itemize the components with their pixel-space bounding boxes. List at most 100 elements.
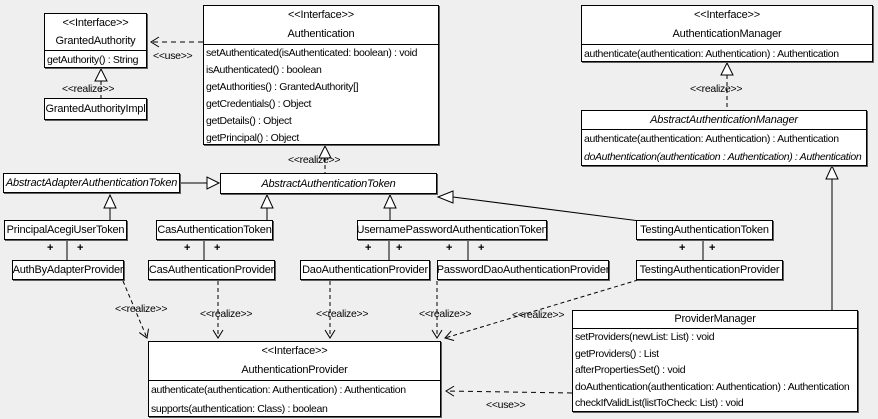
association-end-marker: + [478,242,485,254]
realize-label: <<realize>> [288,154,341,166]
method: getAuthority() : String [47,54,139,66]
class-username-password-authentication-token: UsernamePasswordAuthenticationToken [356,220,548,240]
class-authentication: <<Interface>> Authentication setAuthenti… [203,5,439,145]
class-testing-authentication-token: TestingAuthenticationToken [636,220,773,240]
method: checkIfValidList(listToCheck: List) : vo… [575,397,744,409]
association-end-marker: + [679,242,686,254]
class-name: AuthenticationManager [672,28,782,40]
class-name: ProviderManager [674,313,756,325]
class-name: TestingAuthenticationProvider [639,264,780,276]
generalization-arrowhead [825,164,839,180]
class-name: GrantedAuthority [55,35,136,47]
method: getPrincipal() : Object [206,132,299,144]
generalization-arrowhead [260,193,274,209]
realize-arrowhead [720,61,734,76]
method: supports(authentication: Class) : boolea… [151,403,328,415]
stereotype-label: <<Interface>> [288,9,354,21]
class-name: UsernamePasswordAuthenticationToken [356,224,548,236]
association-end-marker: + [446,242,453,254]
method: getAuthorities() : GrantedAuthority[] [206,81,359,93]
use-edge-providermanager-authenticationprovider [445,385,573,397]
class-granted-authority: <<Interface>> GrantedAuthority getAuthor… [44,13,147,68]
realize-edge-authbyadapterprovider [122,280,149,339]
class-header: ProviderManager [573,311,857,329]
association-end-marker: + [709,242,716,254]
method: getDetails() : Object [206,115,292,127]
generalization-arrowhead [103,193,117,209]
realize-label: <<realize>> [62,83,115,95]
realize-label: <<realize>> [690,83,743,95]
stereotype-label: <<Interface>> [62,17,129,29]
method: setProviders(newList: List) : void [575,331,715,343]
class-name: AuthByAdapterProvider [12,264,124,276]
class-header: <<Interface>> AuthenticationManager [582,6,872,45]
class-name: CasAuthenticationToken [157,224,272,236]
class-auth-by-adapter-provider: AuthByAdapterProvider [12,260,124,280]
association-end-marker: + [184,242,191,254]
class-name: PasswordDaoAuthenticationProvider [436,264,610,276]
use-label: <<use>> [486,399,526,411]
method: afterPropertiesSet() : void [575,364,686,376]
realize-label: <<realize>> [419,308,472,320]
class-name: AuthenticationProvider [241,364,348,376]
method: isAuthenticated() : boolean [206,64,322,76]
method: doAuthentication(authentication: Authent… [575,380,850,393]
stereotype-label: <<Interface>> [694,9,760,21]
association-end-marker: + [396,242,403,254]
class-granted-authority-impl: GrantedAuthorityImpl [44,98,147,120]
class-testing-authentication-provider: TestingAuthenticationProvider [636,260,783,280]
class-authentication-provider: <<Interface>> AuthenticationProvider aut… [148,341,441,417]
class-name: AbstractAuthenticationManager [650,114,798,126]
realize-label: <<realize>> [200,308,253,320]
method: authenticate(authentication: Authenticat… [584,48,839,60]
association-end-marker: + [47,242,54,254]
class-abstract-authentication-manager: AbstractAuthenticationManager authentica… [581,110,867,166]
realize-label: <<realize>> [115,303,168,315]
class-cas-authentication-provider: CasAuthenticationProvider [148,260,275,280]
class-name: TestingAuthenticationToken [640,224,769,236]
class-header: <<Interface>> GrantedAuthority [45,14,146,51]
method-compartment: authenticate(authentication: Authenticat… [582,130,866,166]
class-name: AbstractAuthenticationToken [261,177,396,190]
class-header: AbstractAuthenticationManager [582,111,866,130]
class-name: DaoAuthenticationProvider [302,264,428,276]
class-principal-acegi-user-token: PrincipalAcegiUserToken [4,220,127,240]
method-compartment: authenticate(authentication: Authenticat… [149,381,440,419]
association-end-marker: + [77,242,84,254]
method: setAuthenticated(isAuthenticated: boolea… [206,47,418,59]
method-compartment: authenticate(authentication: Authenticat… [582,45,872,63]
generalization-arrowhead [436,190,454,204]
realize-arrowhead [94,67,108,82]
class-abstract-adapter-authentication-token: AbstractAdapterAuthenticationToken [3,173,180,193]
generalization-arrowhead [206,176,221,190]
realize-label: <<realize>> [316,308,369,320]
class-dao-authentication-provider: DaoAuthenticationProvider [300,260,430,280]
realize-label: <<realize>> [512,309,565,321]
method-compartment: setAuthenticated(isAuthenticated: boolea… [204,45,438,147]
class-cas-authentication-token: CasAuthenticationToken [156,220,273,240]
generalization-edge [452,196,641,222]
method: getCredentials() : Object [206,98,312,110]
class-abstract-authentication-token: AbstractAuthenticationToken [220,173,437,194]
class-name: Authentication [287,28,355,40]
use-label: <<use>> [153,50,193,62]
class-provider-manager: ProviderManager setProviders(newList: Li… [572,310,858,412]
method: getProviders() : List [575,347,659,360]
class-header: <<Interface>> Authentication [204,6,438,45]
method-compartment: getAuthority() : String [45,51,146,69]
class-header: <<Interface>> AuthenticationProvider [149,342,440,381]
class-name: PrincipalAcegiUserToken [6,224,125,236]
method: authenticate(authentication: Authenticat… [584,133,839,145]
realize-edge-testingauthenticationprovider [444,279,639,341]
generalization-arrowhead [383,193,397,209]
method: doAuthentication(authentication : Authen… [584,151,862,163]
association-end-marker: + [214,242,221,254]
class-password-dao-authentication-provider: PasswordDaoAuthenticationProvider [437,260,609,280]
class-name: CasAuthenticationProvider [148,264,275,276]
class-authentication-manager: <<Interface>> AuthenticationManager auth… [581,5,873,62]
method: authenticate(authentication: Authenticat… [151,384,406,396]
class-name: GrantedAuthorityImpl [45,103,146,115]
association-end-marker: + [365,242,372,254]
